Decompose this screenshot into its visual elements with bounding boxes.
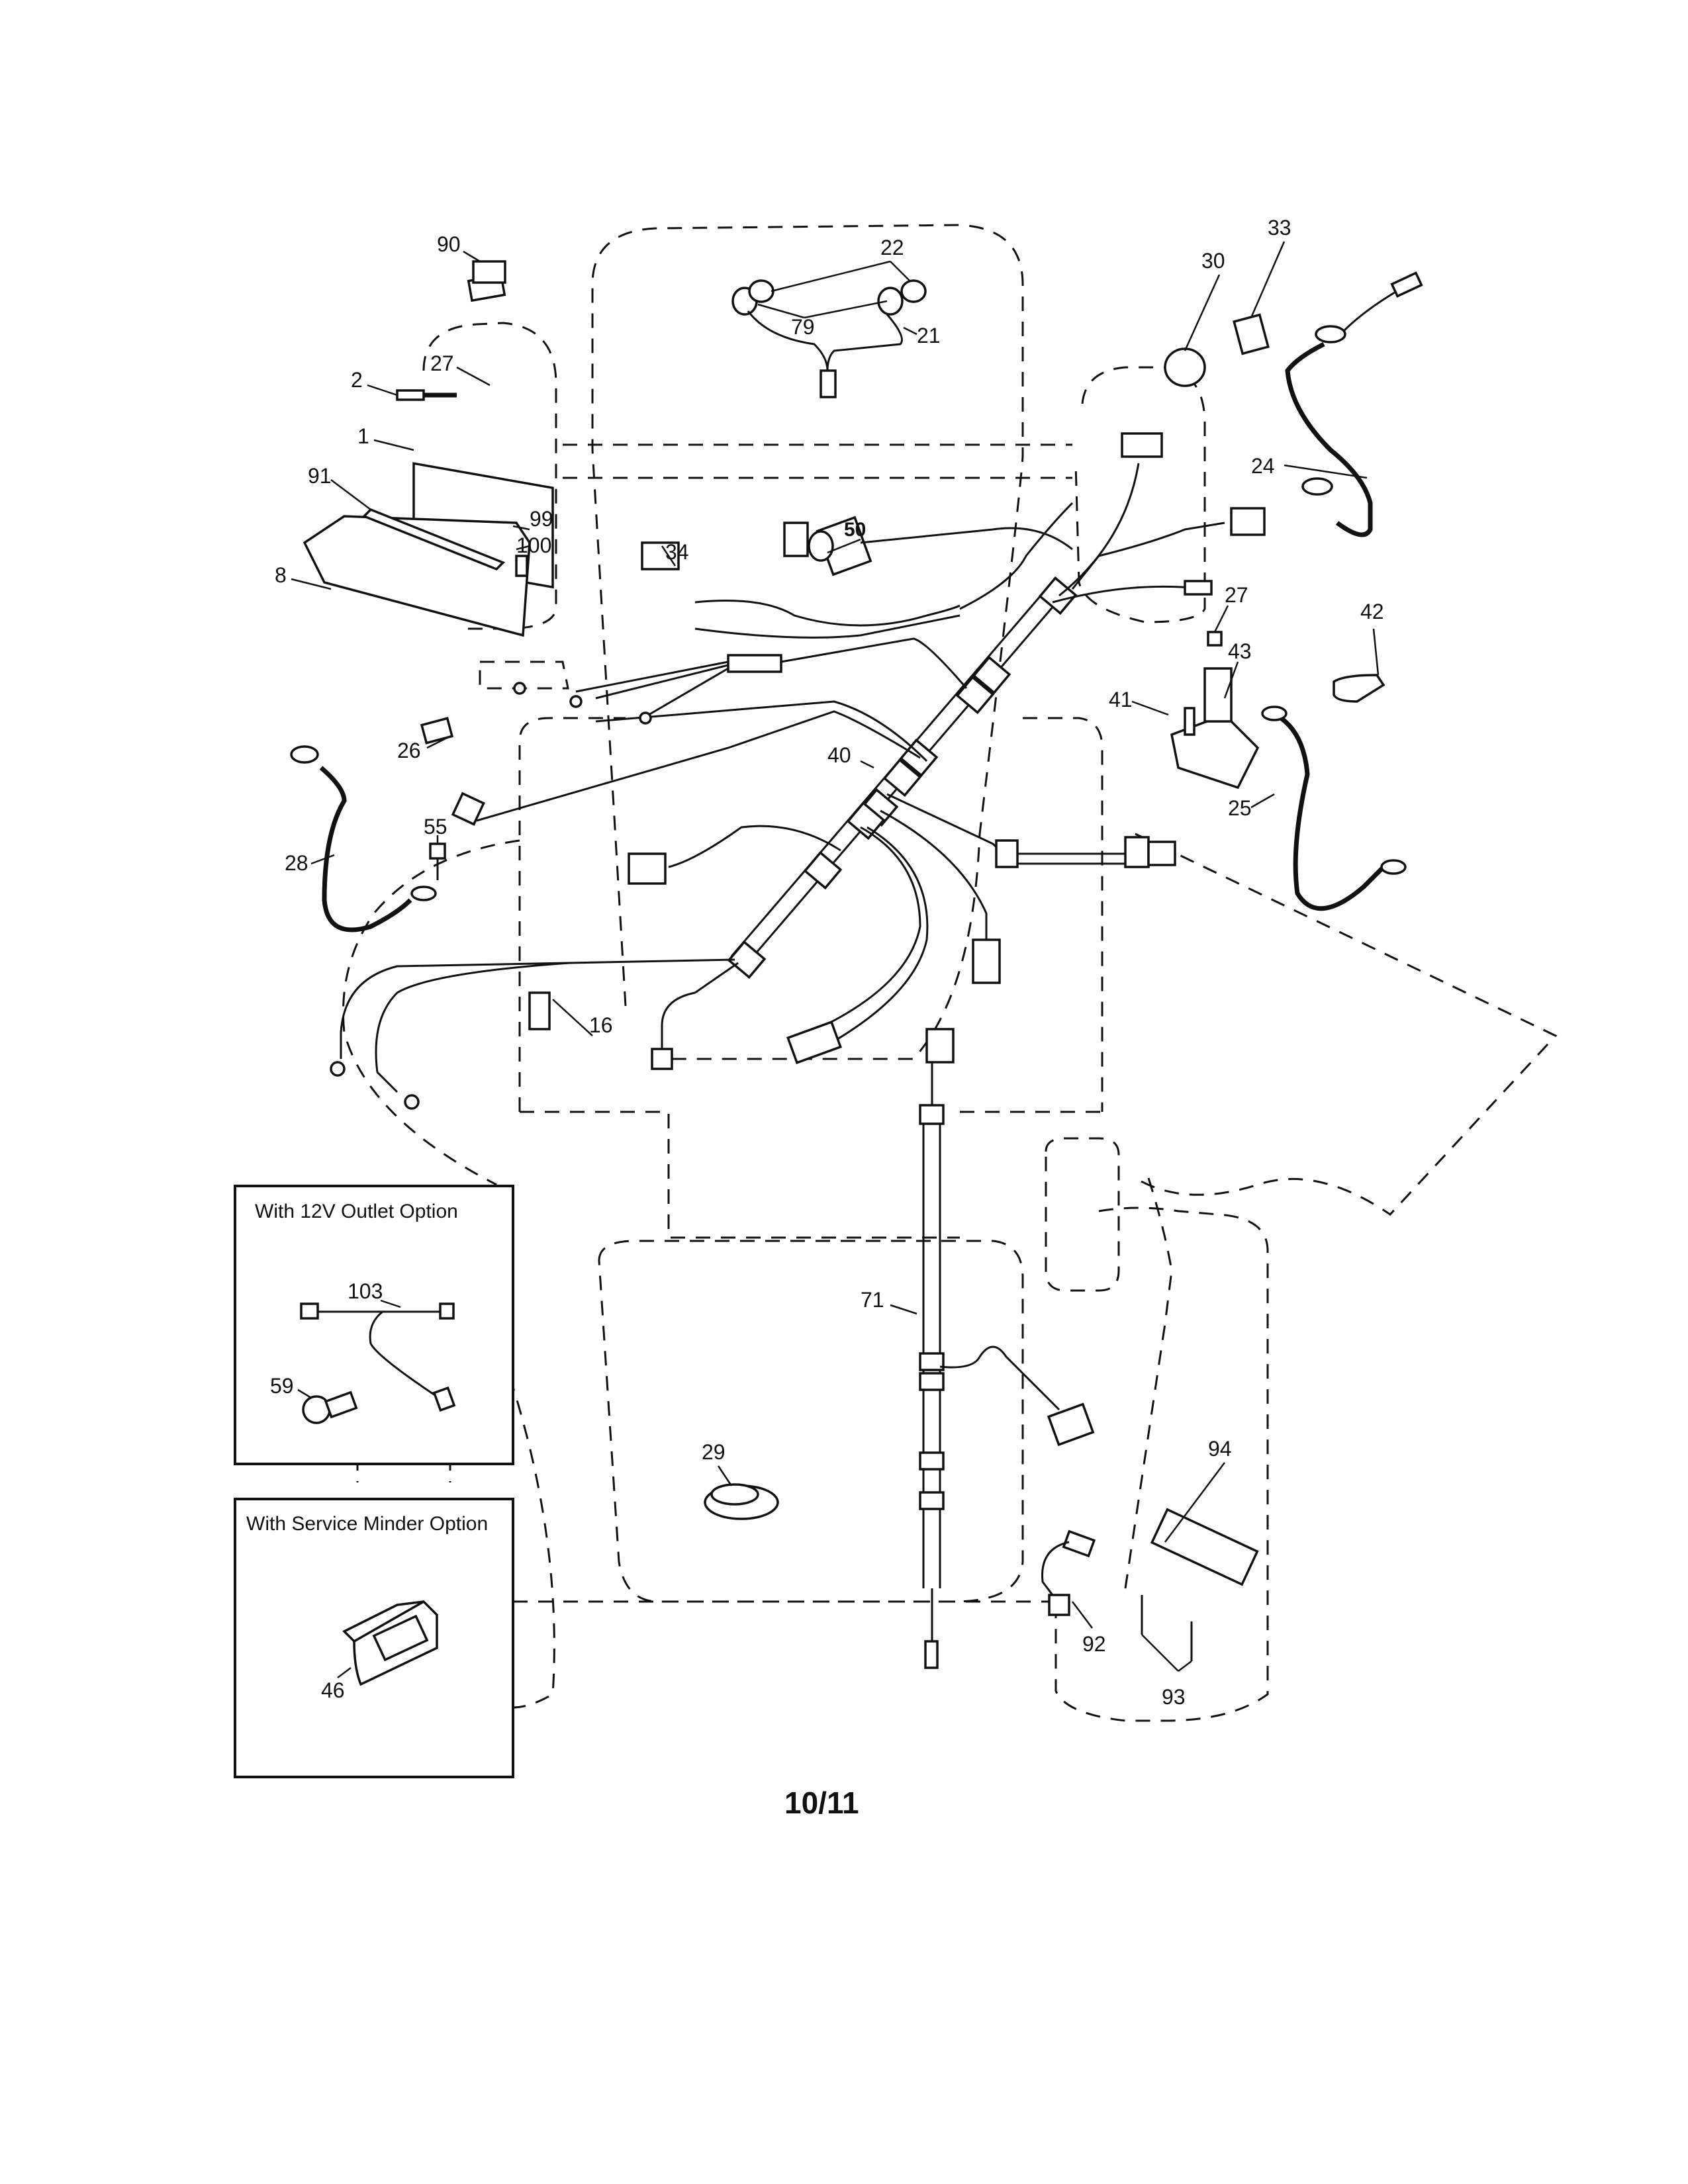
callout-71: 71 [861,1288,884,1312]
ground-cable-and-fasteners [290,717,551,1030]
callout-22: 22 [880,236,904,259]
callout-103: 103 [348,1279,383,1303]
callout-46: 46 [321,1678,345,1702]
callout-2: 2 [351,368,363,392]
callout-99: 99 [530,507,553,531]
headlight-harness [731,279,927,398]
loose-parts [472,260,834,570]
rear-wiring-harness [704,1028,1259,1669]
inset-service-title: With Service Minder Option [246,1513,488,1535]
callout-26: 26 [397,739,421,762]
callout-8: 8 [275,563,287,587]
main-wiring-harness [330,432,1266,1110]
callout-79: 79 [791,315,815,339]
callout-40: 40 [827,743,851,767]
callout-labels: 90 2 27 1 91 99 100 8 22 79 21 30 33 24 … [275,216,1384,1709]
callout-55: 55 [424,815,447,839]
ignition-and-cables [1164,271,1423,537]
callout-59: 59 [270,1374,294,1398]
inset-12v-outlet: With 12V Outlet Option 103 59 [234,1185,514,1465]
callout-1: 1 [357,424,369,448]
callout-93: 93 [1162,1685,1186,1709]
inset-service-minder: With Service Minder Option 46 [234,1498,514,1778]
tractor-outline [342,224,1558,1722]
inset-12v-title: With 12V Outlet Option [255,1201,458,1222]
callout-90: 90 [437,232,461,256]
callout-50: 50 [844,519,866,541]
page-number: 10/11 [784,1786,859,1820]
callout-34: 34 [665,540,689,564]
battery-assembly [303,273,554,637]
callout-21: 21 [917,324,941,347]
callout-25: 25 [1228,796,1252,820]
callout-91: 91 [308,464,332,488]
solenoid-and-cables [1170,631,1407,911]
callout-24: 24 [1251,454,1275,478]
callout-30: 30 [1201,249,1225,273]
callout-92: 92 [1082,1632,1106,1656]
callout-28: 28 [285,851,308,875]
callout-27-solenoid: 27 [1225,583,1248,607]
callout-16: 16 [589,1013,613,1037]
callout-27: 27 [430,351,454,375]
callout-94: 94 [1208,1437,1232,1461]
callout-33: 33 [1268,216,1291,240]
callout-100: 100 [516,533,551,557]
callout-29: 29 [702,1440,726,1464]
callout-42: 42 [1360,600,1384,623]
callout-41: 41 [1109,688,1133,711]
callout-43: 43 [1228,639,1252,663]
